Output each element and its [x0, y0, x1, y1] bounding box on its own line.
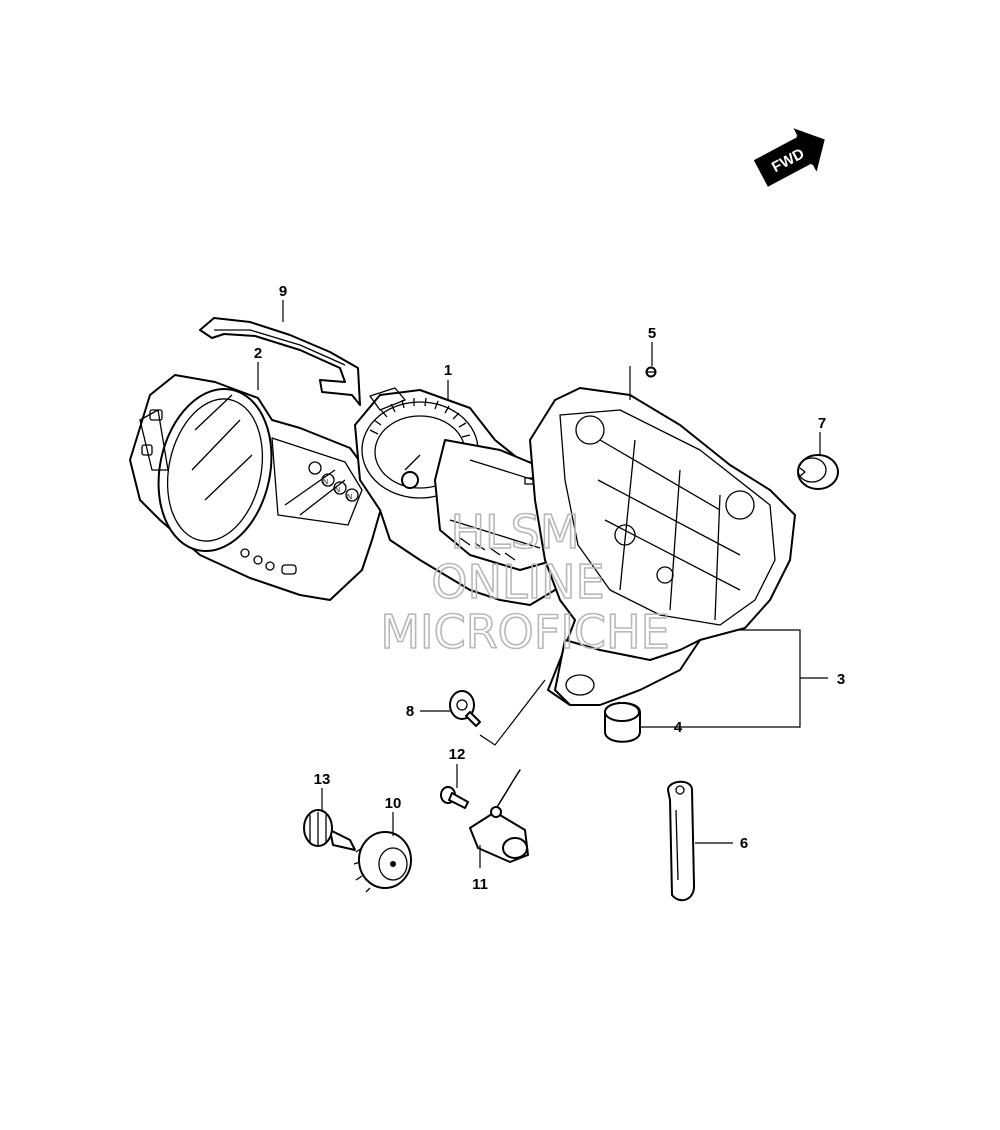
callout-4: 4	[674, 719, 683, 736]
watermark-line-3: MICROFICHE	[380, 605, 669, 659]
watermark-line-1: HLSM	[450, 505, 579, 559]
callout-2: 2	[254, 345, 262, 362]
callout-8: 8	[406, 703, 414, 720]
leader-lines	[257, 300, 828, 868]
meter-case-part	[529, 387, 796, 706]
small-bolt-part	[440, 786, 469, 809]
callout-9: 9	[279, 283, 287, 300]
band-part	[667, 780, 696, 902]
callout-11: 11	[472, 876, 488, 893]
callout-7: 7	[818, 415, 826, 432]
indicator-label: N	[323, 479, 328, 486]
callout-1: 1	[444, 362, 452, 379]
callout-12: 12	[449, 746, 466, 763]
meter-cover-part: N N N	[129, 374, 383, 601]
screw-part	[645, 366, 657, 378]
gear-part	[353, 831, 412, 893]
callout-3: 3	[837, 671, 845, 688]
callout-13: 13	[314, 771, 331, 788]
fwd-arrow-icon: FWD	[753, 128, 825, 187]
watermark-line-2: ONLINE	[431, 555, 604, 609]
indicator-label: N	[347, 494, 352, 501]
indicator-label: N	[335, 487, 340, 494]
speed-sensor-part	[469, 769, 529, 863]
callout-10: 10	[385, 795, 402, 812]
cushion-part	[604, 702, 641, 743]
grommet-part	[797, 454, 839, 490]
tachometer-ticks	[369, 397, 472, 448]
bolt-part	[449, 690, 481, 727]
watermark: HLSM ONLINE MICROFICHE	[380, 504, 671, 660]
collar-bolt-part	[303, 809, 356, 851]
callout-5: 5	[648, 325, 656, 342]
cover-strip-part	[199, 317, 361, 406]
callout-6: 6	[740, 835, 748, 852]
